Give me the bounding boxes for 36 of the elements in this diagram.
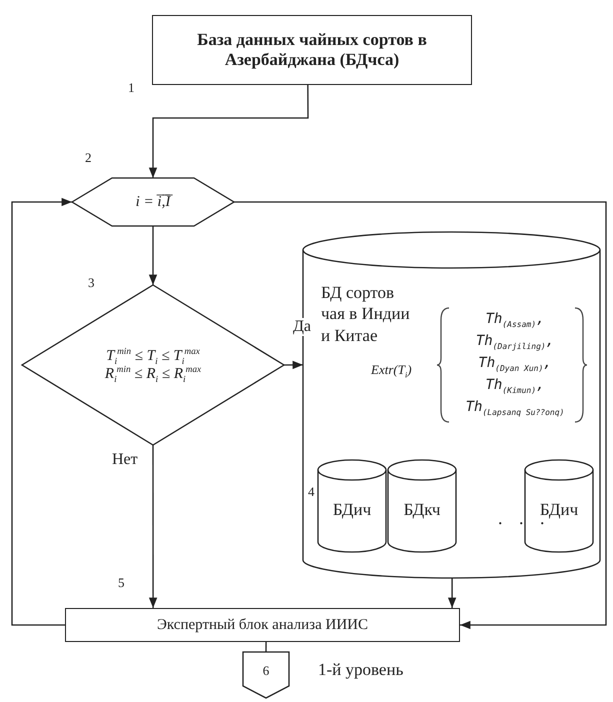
database-title: БД сортов чая в Индии и Китае (321, 282, 411, 346)
database-cylinder (525, 460, 593, 552)
database-cylinder (388, 460, 456, 552)
step-number: 5 (118, 575, 124, 591)
formula-text: Extr(T$_{i}$) (371, 362, 412, 378)
node-text: База данных чайных сортов в Азербайджана (БДчса) (196, 30, 428, 70)
arrow (448, 578, 456, 608)
variety-item: Th$_{(Dyan Xun)}$, (478, 354, 552, 374)
process-box (152, 15, 472, 85)
edge-label: Да (291, 318, 314, 336)
database-cylinder (318, 460, 386, 552)
arrow (148, 85, 309, 178)
node-text: БДич (540, 500, 578, 520)
arrow (234, 201, 607, 630)
connector-line (265, 642, 267, 652)
step-number: 4 (308, 484, 314, 500)
loop-hexagon (72, 178, 234, 226)
node-text: 6 (262, 663, 270, 679)
offpage-connector (243, 652, 289, 698)
arrow (11, 198, 72, 626)
variety-item: Th$_{(Assam)}$, (485, 310, 544, 330)
step-number: 1 (128, 80, 134, 96)
variety-item: Th$_{(Lapsanq Su??onq)}$ (466, 398, 564, 418)
step-number: 3 (88, 275, 94, 291)
node-text: Экспертный блок анализа ИИИС (156, 616, 368, 634)
variety-item: Th$_{(Kimun)}$, (485, 376, 544, 396)
step-number: 2 (85, 150, 92, 166)
arrow (148, 226, 158, 285)
node-text: i = i̅,̅I̅ (136, 193, 170, 211)
arrow (284, 360, 303, 370)
arrow (148, 445, 158, 608)
node-text: БДич (332, 500, 372, 520)
variety-item: Th$_{(Darjiling)}$, (476, 332, 554, 352)
level-label: 1-й уровень (318, 660, 404, 680)
node-text: БДкч (404, 500, 440, 520)
process-box (65, 608, 460, 642)
